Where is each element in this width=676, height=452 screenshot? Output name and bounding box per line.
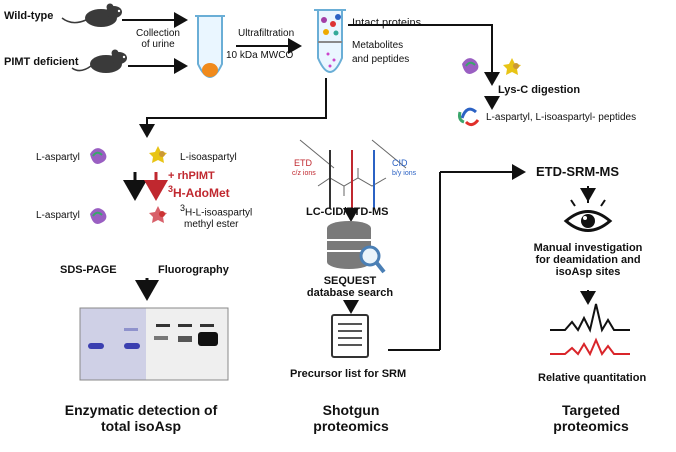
eye-icon [563,197,613,232]
label-manual-line3: isoAsp sites [555,266,621,278]
label-etd-ions: c/z ions [292,170,316,177]
document-list-icon [331,314,369,358]
label-intact-proteins: Intact proteins [352,17,422,29]
label-metabolites-2: and peptides [352,54,410,65]
label-l-aspartyl-top: L-aspartyl [36,152,80,163]
label-methyl-text: H-L-isoaspartyl [185,207,253,219]
label-manual-line2: for deamidation and [535,254,641,266]
line-intact-to-lysc [348,24,493,78]
wildtype-mouse-icon [61,3,122,27]
peptide-fragments-icon [458,107,480,127]
label-collection: Collection of urine [130,28,186,50]
label-collection-line1: Collection [136,28,180,39]
label-adomet: 3H-AdoMet [168,184,230,200]
title-targeted-line2: proteomics [553,418,629,434]
label-l-aspartyl-bottom: L-aspartyl [36,210,80,221]
label-etd-srm: ETD-SRM-MS [536,164,620,179]
label-precursor-list: Precursor list for SRM [290,368,407,380]
spectrum-red [550,337,630,357]
label-adomet-text: H-AdoMet [173,186,230,200]
title-enzymatic-line2: total isoAsp [100,418,182,434]
label-metabolites-1: Metabolites [352,40,404,51]
protein-methylester-icon [149,206,167,223]
label-l-isoaspartyl: L-isoaspartyl [180,152,237,163]
label-lc-ms: LC-CID/ETD-MS [306,206,389,218]
filter-tube-icon [314,9,346,73]
label-sequest-line2: database search [306,287,394,299]
label-ultrafiltration: Ultrafiltration [238,28,295,39]
label-methyl-superscript: 3 [180,203,186,213]
label-manual-line1: Manual investigation [533,242,643,254]
spectrum-black [550,303,630,333]
label-fluorography: Fluorography [158,264,229,276]
label-cid: CID [392,158,408,168]
label-relative-quantitation: Relative quantitation [538,372,647,384]
protein-aspartyl-top-icon [90,148,107,164]
line-metabolites-to-enzymatic [139,78,327,138]
title-shotgun-line1: Shotgun [322,402,380,418]
label-mwco: 10 kDa MWCO [226,50,294,61]
label-sds-page: SDS-PAGE [60,264,117,276]
title-targeted-line1: Targeted [561,402,621,418]
title-targeted: Targeted proteomics [536,402,646,434]
title-shotgun: Shotgun proteomics [296,402,406,434]
gel-fluoro-bands [154,324,218,346]
label-lys-c: Lys-C digestion [498,84,581,96]
title-enzymatic-line1: Enzymatic detection of [64,402,218,418]
title-shotgun-line2: proteomics [313,418,389,434]
gel-blue-bands [88,328,140,349]
urine-tube-icon [195,15,225,78]
label-peptides: L-aspartyl, L-isoaspartyl- peptides [486,112,637,123]
label-pimt-deficient: PIMT deficient [4,56,79,68]
label-manual-investigation: Manual investigation for deamidation and… [518,242,658,278]
label-methyl-ester-2: methyl ester [184,219,239,230]
pimt-mouse-icon [71,49,127,73]
label-sequest-line1: SEQUEST [323,275,377,287]
label-sequest: SEQUEST database search [300,275,400,299]
title-enzymatic: Enzymatic detection of total isoAsp [56,402,226,434]
magnifier-icon [359,245,386,274]
label-rhpimt: + rhPIMT [168,170,215,182]
protein-isoaspartyl-top-icon [149,146,167,163]
protein-aspartyl-bottom-icon [90,208,107,224]
label-methyl-ester-1: 3H-L-isoaspartyl [180,203,252,218]
protein-blob-icon [462,58,479,74]
label-collection-line2: of urine [141,39,175,50]
label-wild-type: Wild-type [4,10,54,22]
protein-star-icon [503,58,521,75]
label-etd: ETD [294,158,312,168]
fragment-bars [329,150,375,208]
label-adomet-superscript: 3 [168,184,174,194]
label-cid-ions: b/y ions [392,170,417,177]
